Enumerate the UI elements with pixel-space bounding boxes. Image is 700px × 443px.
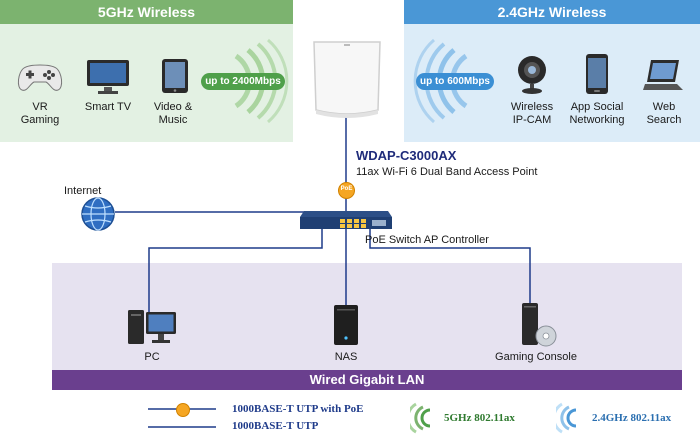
legend-5ghz-label: 5GHz 802.11ax [444, 412, 515, 424]
gamepad-icon [17, 64, 63, 91]
poe-badge-label: PoE [340, 186, 353, 192]
switch-label: PoE Switch AP Controller [365, 234, 489, 246]
legend-utp-label: 1000BASE-T UTP [232, 420, 319, 432]
tablet-icon [162, 59, 188, 93]
device-label-video: Video & Music [153, 101, 193, 126]
device-label-web: Web Search [646, 101, 682, 126]
ap-model: WDAP-C3000AX [356, 148, 457, 163]
nas-icon [334, 305, 358, 345]
speed-badge-5ghz: up to 2400Mbps [201, 73, 285, 90]
legend-poe-label: 1000BASE-T UTP with PoE [232, 403, 364, 415]
speed-badge-24ghz: up to 600Mbps [416, 73, 494, 90]
desktop-pc-icon [128, 310, 176, 344]
access-point-icon [313, 41, 381, 118]
poe-switch-icon [300, 211, 392, 229]
internet-globe-icon [81, 197, 115, 231]
laptop-icon [643, 60, 683, 90]
legend-5ghz-wave-icon [410, 402, 431, 434]
device-label-vr: VR Gaming [20, 101, 60, 126]
legend-24ghz-label: 2.4GHz 802.11ax [592, 412, 672, 424]
lan-title: Wired Gigabit LAN [52, 370, 682, 390]
legend-24ghz-wave-icon [556, 402, 577, 434]
lan-label-nas: NAS [334, 351, 358, 363]
lan-label-pc: PC [144, 351, 160, 363]
ap-description: 11ax Wi-Fi 6 Dual Band Access Point [356, 166, 538, 178]
game-console-icon [522, 303, 557, 347]
panel-24ghz-title: 2.4GHz Wireless [404, 0, 700, 24]
legend-poe-dot [176, 403, 190, 417]
poe-badge [338, 182, 355, 199]
device-label-tv: Smart TV [84, 101, 132, 113]
lan-label-console: Gaming Console [495, 351, 577, 363]
smartphone-icon [586, 54, 608, 94]
panel-5ghz-title: 5GHz Wireless [0, 0, 293, 24]
device-label-ipcam: Wireless IP-CAM [510, 101, 554, 126]
tv-icon [87, 60, 129, 94]
webcam-icon [518, 56, 546, 94]
internet-label: Internet [64, 185, 102, 197]
device-label-social: App Social Networking [569, 101, 625, 126]
